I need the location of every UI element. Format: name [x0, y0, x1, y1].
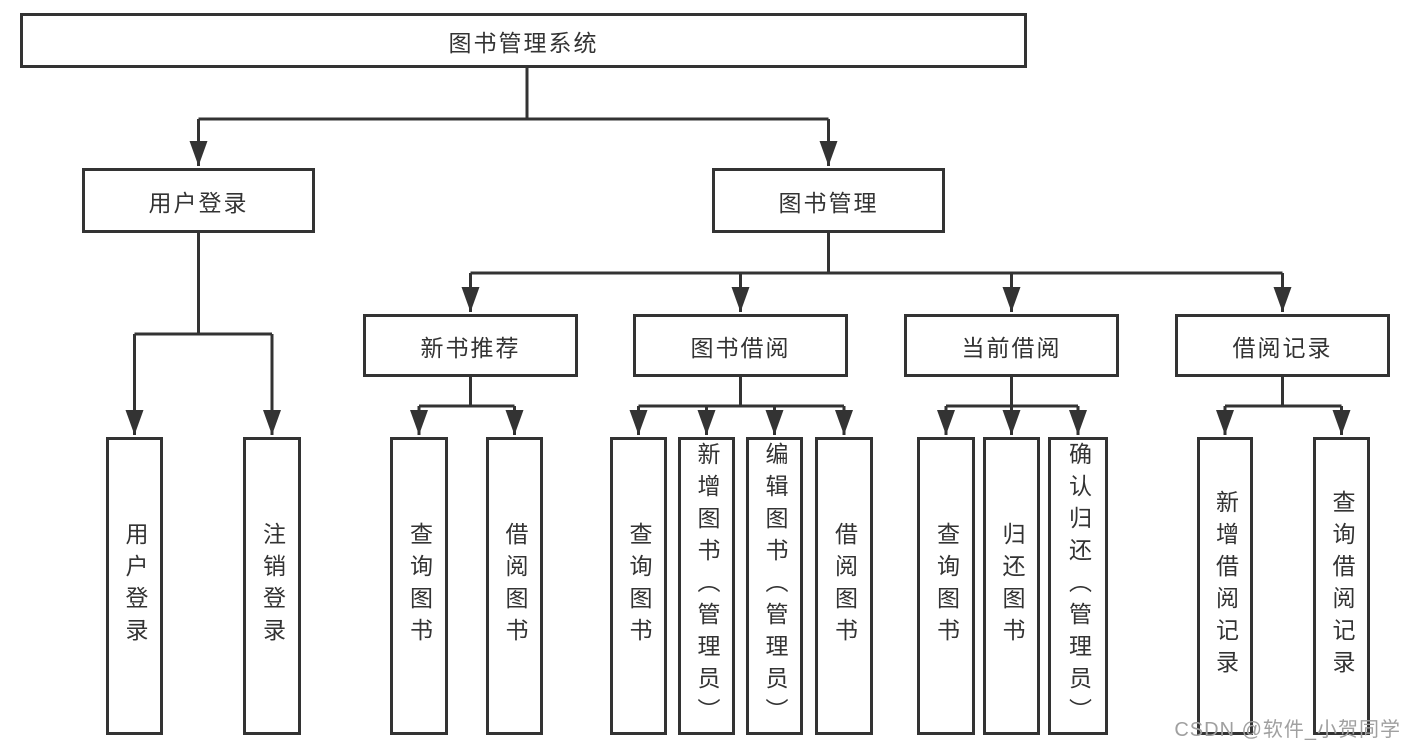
node-label: 借阅图书 [502, 522, 528, 650]
leaf-add-borrow-record: 新增借阅记录 [1197, 437, 1253, 735]
node-label: 编辑图书（管理员） [762, 442, 788, 730]
leaf-logout-login: 注销登录 [243, 437, 301, 735]
leaf-query-books-1: 查询图书 [390, 437, 448, 735]
leaf-edit-books-admin: 编辑图书（管理员） [746, 437, 803, 735]
node-book-management: 图书管理 [712, 168, 945, 233]
node-label: 图书管理系统 [448, 29, 599, 56]
node-borrowing-records: 借阅记录 [1175, 314, 1390, 377]
node-label: 用户登录 [122, 522, 148, 650]
node-current-borrowing: 当前借阅 [904, 314, 1119, 377]
leaf-query-books-3: 查询图书 [917, 437, 975, 735]
node-new-book-recommendation: 新书推荐 [363, 314, 578, 377]
leaf-borrow-books-2: 借阅图书 [815, 437, 873, 735]
node-label: 查询借阅记录 [1329, 490, 1355, 682]
node-label: 新书推荐 [420, 334, 521, 361]
node-library-management-system: 图书管理系统 [20, 13, 1027, 68]
leaf-borrow-books-1: 借阅图书 [486, 437, 543, 735]
node-user-login: 用户登录 [82, 168, 315, 233]
csdn-watermark: CSDN @软件_小贺同学 [1174, 719, 1401, 741]
leaf-return-books: 归还图书 [983, 437, 1040, 735]
node-label: 新增借阅记录 [1212, 490, 1239, 682]
node-label: 用户登录 [148, 189, 249, 216]
leaf-query-books-2: 查询图书 [610, 437, 667, 735]
node-label: 确认归还（管理员） [1065, 442, 1092, 730]
node-label: 借阅记录 [1232, 334, 1333, 361]
tree-connectors [134, 67, 1342, 408]
leaf-user-login: 用户登录 [106, 437, 163, 735]
node-label: 查询图书 [626, 522, 652, 650]
node-label: 图书管理 [778, 189, 879, 216]
node-label: 查询图书 [933, 522, 960, 650]
node-label: 图书借阅 [690, 334, 791, 361]
node-book-borrowing: 图书借阅 [633, 314, 848, 377]
node-label: 归还图书 [999, 522, 1025, 650]
leaf-add-books-admin: 新增图书（管理员） [678, 437, 735, 735]
node-label: 借阅图书 [831, 522, 858, 650]
leaf-confirm-return-admin: 确认归还（管理员） [1048, 437, 1108, 735]
node-label: 新增图书（管理员） [694, 442, 720, 730]
node-label: 注销登录 [259, 522, 286, 650]
node-label: 当前借阅 [961, 334, 1062, 361]
node-label: 查询图书 [406, 522, 433, 650]
arrow-connectors [125, 119, 1351, 435]
leaf-query-borrow-record: 查询借阅记录 [1313, 437, 1370, 735]
